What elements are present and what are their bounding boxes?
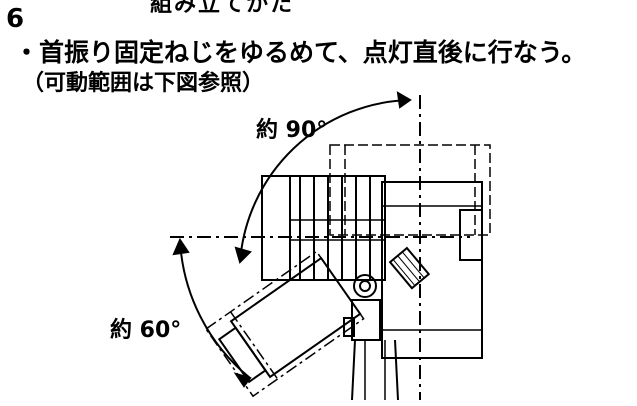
step-number: 6 <box>6 4 25 34</box>
angle-90-label: 約 90° <box>256 118 328 143</box>
range-note: （可動範囲は下図参照） <box>22 71 265 96</box>
angle-60-label: 約 60° <box>110 318 182 343</box>
stand-post <box>351 339 399 401</box>
instruction-text: ・首振り固定ねじをゆるめて、点灯直後に行なう。 <box>14 38 587 67</box>
arc-90-arrowhead-top <box>396 91 412 109</box>
arc-60-degrees <box>179 239 251 379</box>
arc-90-arrowhead-bottom <box>234 246 252 264</box>
arc-60-arrowhead-top <box>172 237 190 256</box>
arc-90-degrees <box>239 99 411 263</box>
lamp-head-tilted <box>217 256 362 384</box>
pivot-knob <box>343 274 381 341</box>
cut-off-heading: 組み立てかた <box>150 0 295 17</box>
mount-base <box>381 181 483 359</box>
lamp-position-90 <box>329 144 491 236</box>
lamp-position-60 <box>204 250 365 398</box>
lamp-head-horizontal <box>261 175 386 281</box>
side-fixing-screw <box>388 246 431 290</box>
